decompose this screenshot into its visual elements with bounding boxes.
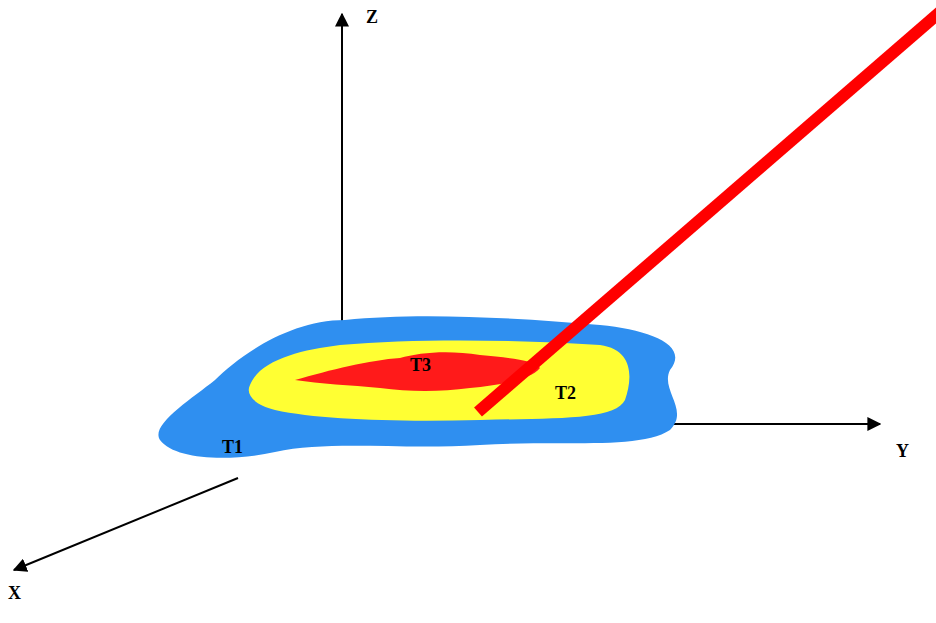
region-label: T3 <box>410 356 431 374</box>
axis-label-z: Z <box>366 8 378 26</box>
region-t2: T2 T3 <box>244 336 638 424</box>
y-axis <box>660 423 880 425</box>
beam-line <box>478 12 936 412</box>
region-label: T2 <box>555 384 576 402</box>
axis-label-y: Y <box>896 442 909 460</box>
region-fill <box>158 316 677 458</box>
region-fill <box>249 340 630 420</box>
region-t1: T1 T2 T3 <box>148 308 696 468</box>
axis-label-x: X <box>8 584 21 602</box>
z-axis <box>341 14 343 340</box>
region-label: T1 <box>222 438 243 456</box>
x-axis <box>14 478 238 570</box>
